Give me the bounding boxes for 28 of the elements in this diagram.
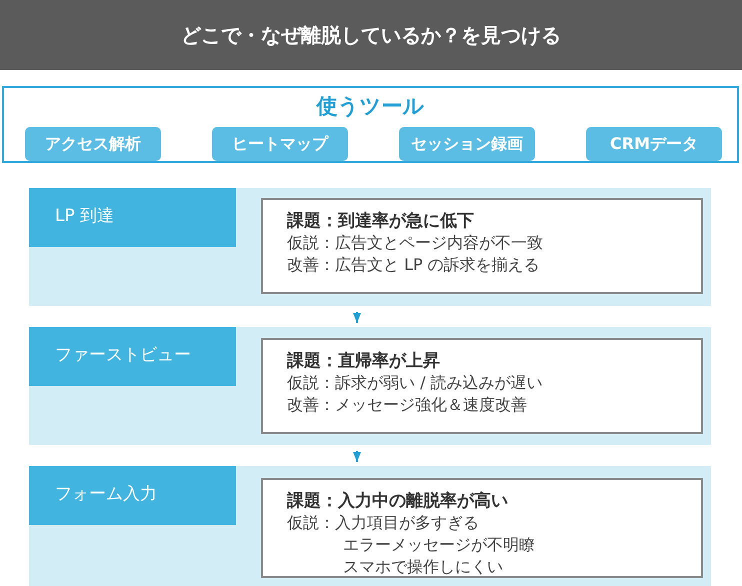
note-text: スマホで操作しにくい — [343, 556, 504, 578]
tool-tag: セッション録画 — [399, 127, 535, 161]
arrow — [353, 451, 361, 462]
stage-label: フォーム入力 — [29, 466, 236, 525]
stage-band — [29, 327, 711, 445]
tool-tag: ヒートマップ — [212, 127, 348, 161]
analysis-box — [261, 338, 703, 434]
title-bar: どこで・なぜ離脱しているか？を見つける — [0, 0, 742, 70]
note-text: 仮説：訴求が弱い / 読み込みが遅い — [287, 372, 544, 394]
issue-text: 課題：入力中の離脱率が高い — [287, 490, 509, 512]
tool-tag: CRMデータ — [586, 127, 722, 161]
stage-band — [29, 188, 711, 306]
arrow — [353, 312, 361, 323]
note-text: 改善：広告文と LP の訴求を揃える — [287, 254, 541, 276]
stage-label: ファーストビュー — [29, 327, 236, 386]
analysis-box — [261, 478, 703, 578]
note-text: 仮説：広告文とページ内容が不一致 — [287, 232, 544, 254]
stage-band — [29, 466, 711, 586]
tool-tag: アクセス解析 — [25, 127, 161, 161]
note-text: エラーメッセージが不明瞭 — [343, 534, 536, 556]
analysis-box — [261, 198, 703, 294]
note-text: 仮説：入力項目が多すぎる — [287, 512, 480, 534]
tools-panel — [2, 86, 739, 163]
note-text: 改善：メッセージ強化＆速度改善 — [287, 394, 528, 416]
issue-text: 課題：直帰率が上昇 — [287, 350, 441, 372]
panel-heading: 使うツール — [315, 93, 426, 120]
issue-text: 課題：到達率が急に低下 — [287, 210, 475, 232]
stage-label: LP 到達 — [29, 188, 236, 247]
